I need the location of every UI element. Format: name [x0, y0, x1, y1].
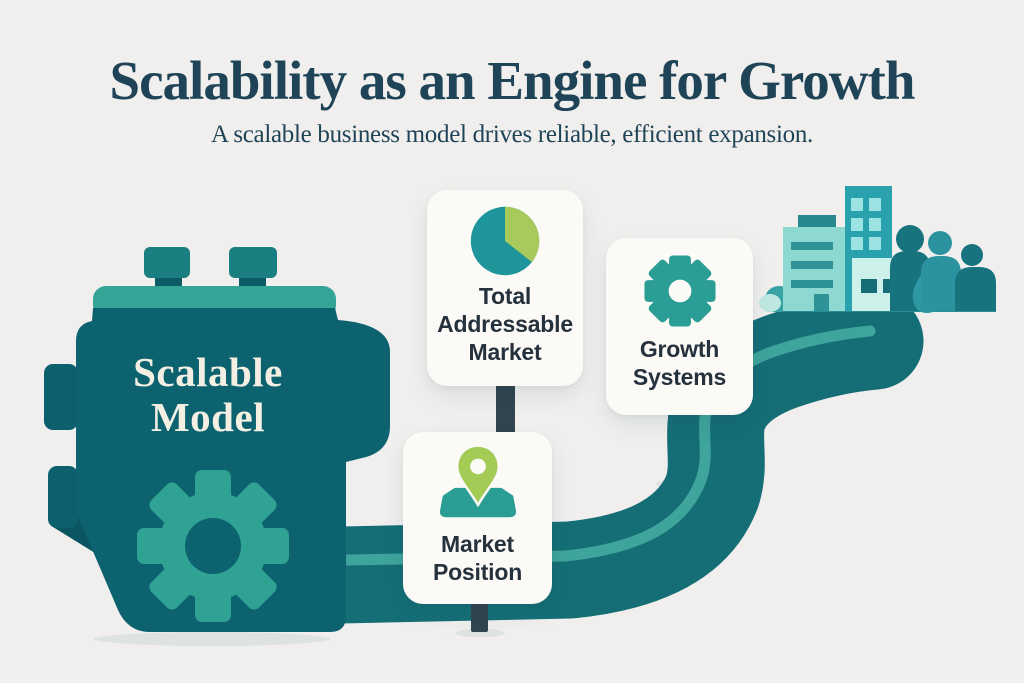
sign-market-position: Market Position	[403, 432, 552, 604]
road-stripe	[289, 325, 876, 567]
sign-label-line: Market	[441, 531, 514, 557]
gear-icon	[643, 255, 716, 327]
sign-label-line: Position	[432, 559, 523, 586]
sign-growth-systems: Growth Systems	[606, 238, 753, 415]
people-group	[890, 225, 996, 313]
page-title: Scalability as an Engine for Growth	[109, 50, 916, 111]
engine-shadow	[94, 632, 330, 646]
page-subtitle: A scalable business model drives reliabl…	[211, 121, 813, 148]
sign-label-line: Systems	[632, 364, 727, 391]
engine-gear-icon	[137, 470, 289, 622]
bush	[759, 294, 781, 312]
engine-cap	[229, 247, 277, 278]
engine-cap	[144, 247, 190, 278]
sign-total-addressable-market: Total Addressable Market	[427, 190, 583, 386]
city-buildings	[759, 186, 996, 312]
sign-label-line: Growth	[639, 336, 720, 362]
map-pin-icon	[439, 444, 516, 518]
sign-label-line: Total	[478, 283, 532, 309]
sign-label-line: Addressable	[437, 311, 573, 338]
winding-road	[246, 292, 924, 625]
engine-illustration	[44, 247, 390, 632]
pie-chart-icon	[470, 206, 540, 276]
post-shadow	[456, 628, 504, 638]
sign-label-line: Market	[468, 339, 542, 366]
engine-label: Scalable Model	[133, 349, 283, 441]
